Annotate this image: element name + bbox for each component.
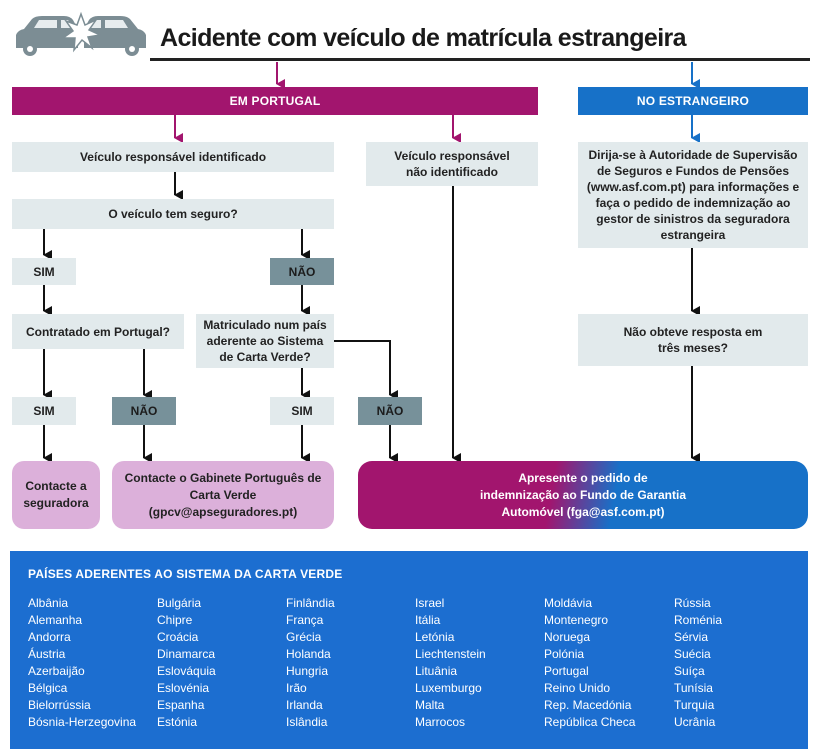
country: República Checa [544,715,636,729]
country: Irlanda [286,698,323,712]
identified-box: Veículo responsável identificado [12,142,334,172]
no-tag-green-card: NÃO [358,397,422,425]
country: Sérvia [674,630,709,644]
country: Suíça [674,664,705,678]
country: Bielorrússia [28,698,91,712]
country: Israel [415,596,445,610]
country: Hungria [286,664,329,678]
country: Tunísia [674,681,713,695]
country: Malta [415,698,445,712]
country: Croácia [157,630,199,644]
country: Liechtenstein [415,647,486,661]
country: Dinamarca [157,647,216,661]
country: Azerbaijão [28,664,85,678]
country: Andorra [28,630,71,644]
no-tag-insured: NÃO [270,258,334,285]
contact-gpcv-box: Contacte o Gabinete Português de Carta V… [112,461,334,529]
country: Islândia [286,715,328,729]
country: Rússia [674,596,711,610]
countries-column-3: Finlândia França Grécia Holanda Hungria … [286,595,335,731]
section-bar-portugal: EM PORTUGAL [12,87,538,115]
country: Luxemburgo [415,681,482,695]
country: Moldávia [544,596,593,610]
page-title: Acidente com veículo de matrícula estran… [160,24,687,52]
country: Portugal [544,664,589,678]
country: Albânia [28,596,69,610]
country: Montenegro [544,613,609,627]
country: França [286,613,324,627]
country: Noruega [544,630,591,644]
no-tag-contracted: NÃO [112,397,176,425]
country: Marrocos [415,715,466,729]
country: Reino Unido [544,681,611,695]
countries-column-6: Rússia Roménia Sérvia Suécia Suíça Tunís… [674,595,722,731]
country: Bósnia-Herzegovina [28,715,137,729]
countries-title: PAÍSES ADERENTES AO SISTEMA DA CARTA VER… [28,567,343,581]
green-card-question-box: Matriculado num país aderente ao Sistema… [196,314,334,368]
green-card-countries-panel: PAÍSES ADERENTES AO SISTEMA DA CARTA VER… [10,551,808,749]
country: Letónia [415,630,455,644]
car-crash-icon [12,8,150,60]
contact-insurer-box: Contacte a seguradora [12,461,100,529]
countries-column-1: Albânia Alemanha Andorra Áustria Azerbai… [28,595,136,731]
yes-tag-contracted: SIM [12,397,76,425]
country: Holanda [286,647,331,661]
abroad-instructions-box: Dirija-se à Autoridade de Supervisão de … [578,142,808,248]
country: Bélgica [28,681,68,695]
country: Turquia [674,698,715,712]
yes-tag-insured: SIM [12,258,76,285]
country: Ucrânia [674,715,716,729]
country: Eslováquia [157,664,216,678]
country: Chipre [157,613,193,627]
fga-request-box: Apresente o pedido de indemnização ao Fu… [358,461,808,529]
yes-tag-green-card: SIM [270,397,334,425]
country: Bulgária [157,596,202,610]
country: Alemanha [28,613,83,627]
section-bar-abroad: NO ESTRANGEIRO [578,87,808,115]
countries-column-2: Bulgária Chipre Croácia Dinamarca Eslová… [157,595,216,731]
country: Grécia [286,630,322,644]
insured-question-box: O veículo tem seguro? [12,199,334,229]
title-underline [150,58,810,61]
country: Roménia [674,613,723,627]
country: Itália [415,613,441,627]
contracted-pt-box: Contratado em Portugal? [12,314,184,349]
country: Eslovénia [157,681,210,695]
country: Espanha [157,698,205,712]
country: Polónia [544,647,585,661]
country: Rep. Macedónia [544,698,632,712]
country: Lituânia [415,664,458,678]
no-response-box: Não obteve resposta em três meses? [578,314,808,366]
not-identified-box: Veículo responsável não identificado [366,142,538,186]
countries-column-4: Israel Itália Letónia Liechtenstein Litu… [415,595,486,731]
country: Estónia [157,715,198,729]
country: Suécia [674,647,711,661]
countries-column-5: Moldávia Montenegro Noruega Polónia Port… [544,595,635,731]
country: Irão [286,681,307,695]
country: Finlândia [286,596,335,610]
country: Áustria [28,647,66,661]
